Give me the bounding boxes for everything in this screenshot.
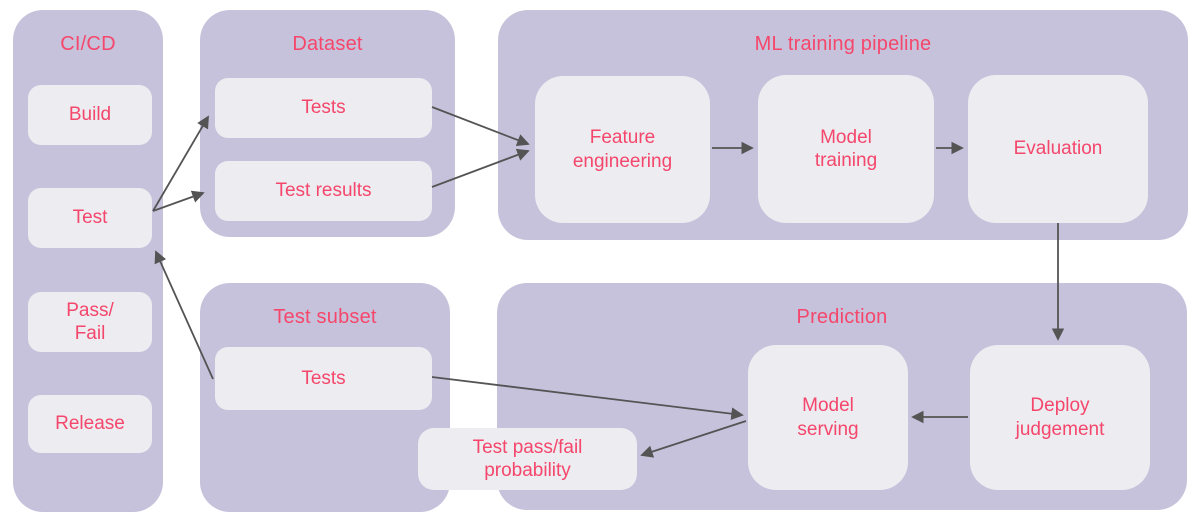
group-ml-training-pipeline-title: ML training pipeline [754, 33, 932, 55]
node-dataset-test-results: Test results [215, 161, 432, 221]
node-model-training: Model training [758, 75, 934, 223]
node-deploy-judgement: Deploy judgement [970, 345, 1150, 490]
node-test-pass-fail-probability: Test pass/fail probability [418, 428, 637, 490]
node-feature-engineering: Feature engineering [535, 76, 710, 223]
node-test: Test [28, 188, 152, 248]
node-dataset-tests: Tests [215, 78, 432, 138]
group-test-subset: Test subset Tests [200, 283, 450, 512]
node-model-serving: Model serving [748, 345, 908, 490]
group-dataset: Dataset Tests Test results [200, 10, 455, 237]
group-test-subset-title: Test subset [273, 306, 377, 328]
node-release: Release [28, 395, 152, 453]
group-dataset-title: Dataset [292, 33, 363, 55]
group-cicd-title: CI/CD [60, 33, 116, 55]
group-prediction-title: Prediction [796, 306, 888, 328]
node-evaluation: Evaluation [968, 75, 1148, 223]
node-test-subset-tests: Tests [215, 347, 432, 410]
node-pass-fail: Pass/ Fail [28, 292, 152, 352]
group-ml-training-pipeline: ML training pipeline Feature engineering… [498, 10, 1188, 240]
group-cicd: CI/CD Build Test Pass/ Fail Release [13, 10, 163, 512]
node-build: Build [28, 85, 152, 145]
